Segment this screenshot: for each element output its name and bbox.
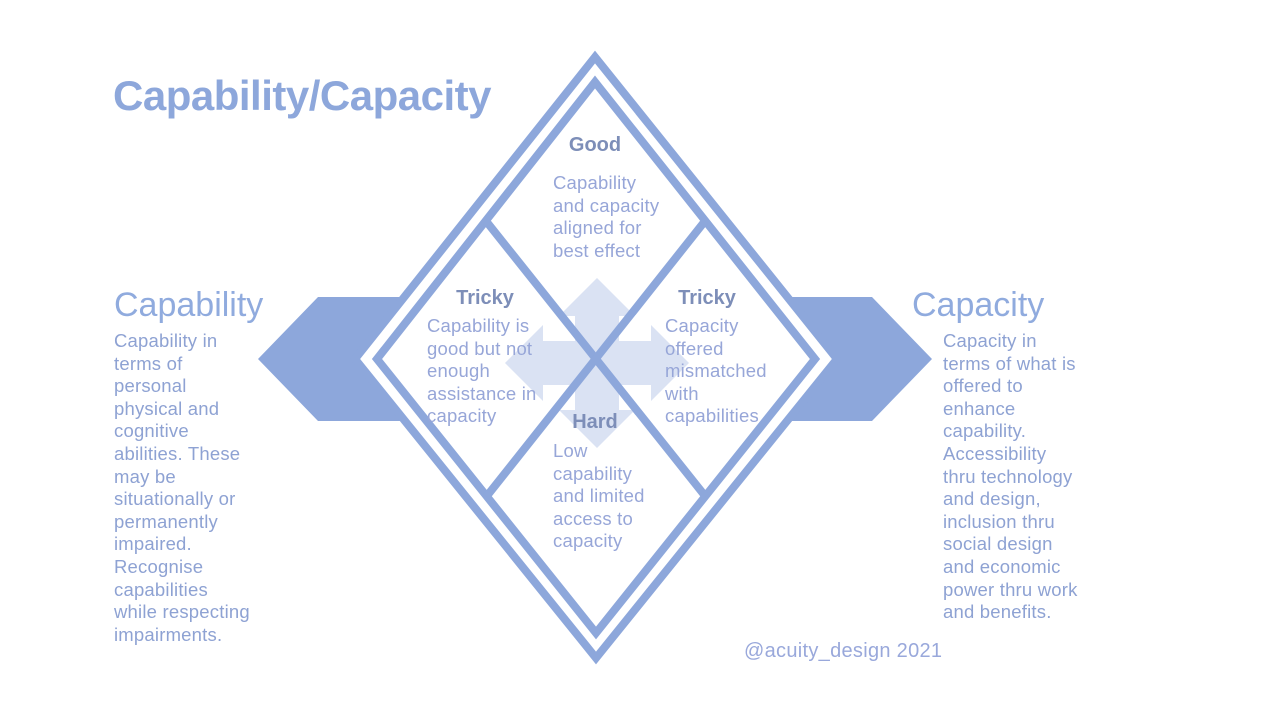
quadrant-right-description: Capacity offered mismatched with capabil… bbox=[665, 315, 767, 427]
quadrant-bottom-description: Low capability and limited access to cap… bbox=[553, 440, 645, 552]
capacity-heading: Capacity bbox=[912, 286, 1045, 324]
quadrant-top-label: Good bbox=[568, 134, 622, 156]
capacity-description: Capacity in terms of what is offered to … bbox=[943, 330, 1078, 623]
quadrant-right-label: Tricky bbox=[678, 287, 736, 309]
diamond-inner-outline bbox=[371, 75, 821, 640]
attribution-credit: @acuity_design 2021 bbox=[744, 640, 943, 662]
divider-line-ne-sw bbox=[483, 218, 709, 499]
quadrant-bottom-label: Hard bbox=[572, 411, 618, 433]
capability-heading: Capability bbox=[114, 286, 264, 324]
page-title: Capability/Capacity bbox=[113, 72, 491, 119]
quadrant-top-description: Capability and capacity aligned for best… bbox=[553, 172, 660, 261]
capability-description: Capability in terms of personal physical… bbox=[114, 330, 250, 645]
quadrant-left-label: Tricky bbox=[456, 287, 514, 309]
quadrant-left-description: Capability is good but not enough assist… bbox=[427, 315, 537, 427]
